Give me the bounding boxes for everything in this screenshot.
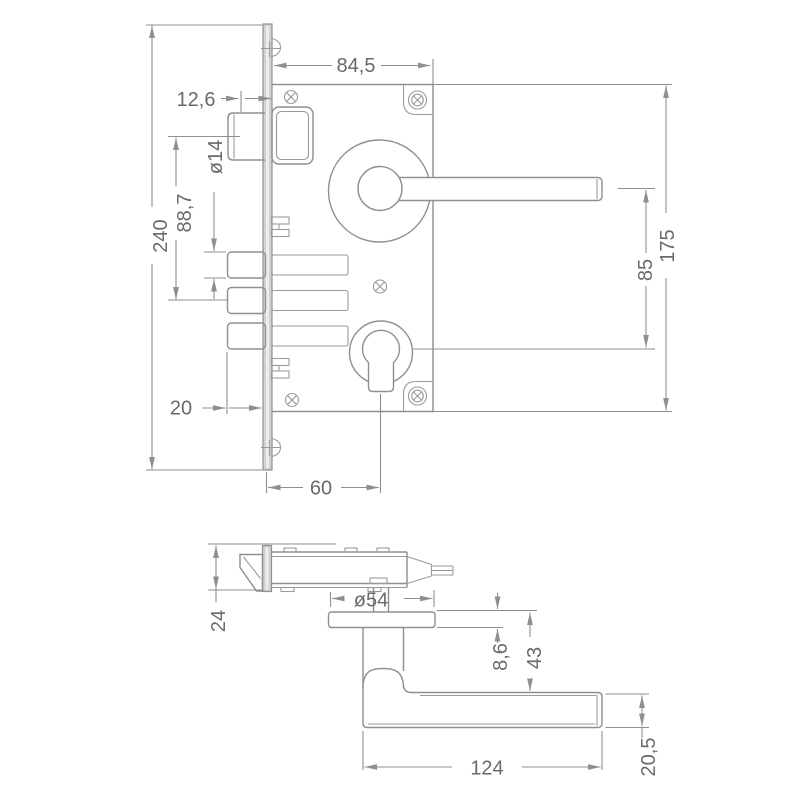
dim-lever-thickness: 20,5 bbox=[605, 693, 660, 777]
dim-pin-projection: 20 bbox=[170, 352, 262, 420]
lever-end bbox=[597, 691, 603, 729]
case-tab bbox=[280, 586, 295, 593]
dim-label-8-6: 8,6 bbox=[490, 643, 512, 671]
dim-rose-thickness: 8,6 bbox=[437, 593, 537, 671]
deadbolt-pin bbox=[226, 251, 267, 279]
dim-backset: 60 bbox=[265, 394, 382, 500]
dim-label-60: 60 bbox=[310, 478, 332, 500]
latch-housing bbox=[271, 106, 314, 165]
lock-case bbox=[272, 83, 434, 413]
handle-rose bbox=[327, 139, 603, 243]
faceplate bbox=[261, 23, 290, 471]
dim-faceplate-height: 240 bbox=[146, 24, 262, 471]
rose-disc bbox=[327, 611, 436, 629]
dim-label-43: 43 bbox=[524, 647, 546, 669]
corner-bracket-bottom bbox=[402, 380, 433, 412]
dim-latch-to-pins: 88,7 bbox=[168, 135, 240, 301]
lever-neck-left bbox=[362, 627, 598, 729]
screw-icon bbox=[283, 89, 299, 105]
faceplate-edge bbox=[261, 544, 273, 593]
lever-bend bbox=[362, 667, 405, 689]
dim-label-175: 175 bbox=[657, 229, 679, 262]
plan-view: 24 ø54 8,6 43 124 bbox=[208, 543, 660, 780]
deadbolt-pin bbox=[226, 286, 267, 315]
front-view: 240 88,7 ø14 12,6 84,5 bbox=[146, 23, 679, 500]
dim-label-240: 240 bbox=[150, 219, 172, 252]
cylinder-keyhole bbox=[361, 329, 401, 393]
dim-faceplate-width: 24 bbox=[208, 543, 336, 632]
screw-icon bbox=[372, 279, 388, 294]
faceplate-tab-lower bbox=[270, 357, 290, 379]
dim-lever-length: 124 bbox=[362, 731, 603, 780]
dim-rose-to-lever: 43 bbox=[524, 612, 546, 691]
corner-bracket-top bbox=[402, 84, 433, 116]
dim-label-20: 20 bbox=[170, 398, 192, 420]
spindle-shaft bbox=[431, 565, 454, 576]
dim-label-85: 85 bbox=[635, 259, 657, 281]
dim-label-20-5: 20,5 bbox=[638, 738, 660, 777]
dim-label-88-7: 88,7 bbox=[174, 194, 196, 233]
case-tab bbox=[344, 547, 358, 553]
screw-icon bbox=[407, 90, 428, 110]
dim-handle-to-cylinder: 85 bbox=[413, 187, 657, 350]
lever-handle bbox=[378, 176, 603, 202]
lever-top-edge bbox=[402, 685, 598, 694]
dim-label-12-6: 12,6 bbox=[177, 89, 216, 111]
case-edge bbox=[271, 547, 454, 593]
deadbolt-pin bbox=[226, 322, 267, 350]
screw-icon bbox=[407, 386, 428, 406]
screw-icon bbox=[284, 392, 300, 408]
spindle-hub bbox=[357, 165, 403, 212]
faceplate-tab-upper bbox=[270, 216, 290, 238]
case-tab bbox=[283, 547, 297, 553]
dim-latch-projection: 12,6 bbox=[177, 89, 271, 112]
dim-label-24: 24 bbox=[208, 610, 230, 632]
dim-rose-diameter: ø54 bbox=[329, 590, 435, 612]
dim-label-84-5: 84,5 bbox=[337, 55, 376, 77]
dim-case-height: 175 bbox=[433, 83, 679, 413]
faceplate-screw-top bbox=[271, 37, 282, 58]
dim-pin-diameter: ø14 bbox=[204, 140, 227, 299]
dim-label-124: 124 bbox=[470, 758, 503, 780]
dim-label-o54: ø54 bbox=[354, 590, 388, 612]
dim-case-depth: 84,5 bbox=[274, 55, 434, 84]
handle-assembly bbox=[327, 587, 603, 729]
case-tab bbox=[367, 586, 382, 593]
euro-cylinder bbox=[348, 320, 414, 393]
case-tab bbox=[376, 547, 390, 553]
dim-label-o14: ø14 bbox=[205, 140, 227, 174]
deadbolt-pins bbox=[226, 251, 349, 350]
follower-boss bbox=[369, 577, 388, 585]
latch-wedge bbox=[239, 553, 264, 592]
